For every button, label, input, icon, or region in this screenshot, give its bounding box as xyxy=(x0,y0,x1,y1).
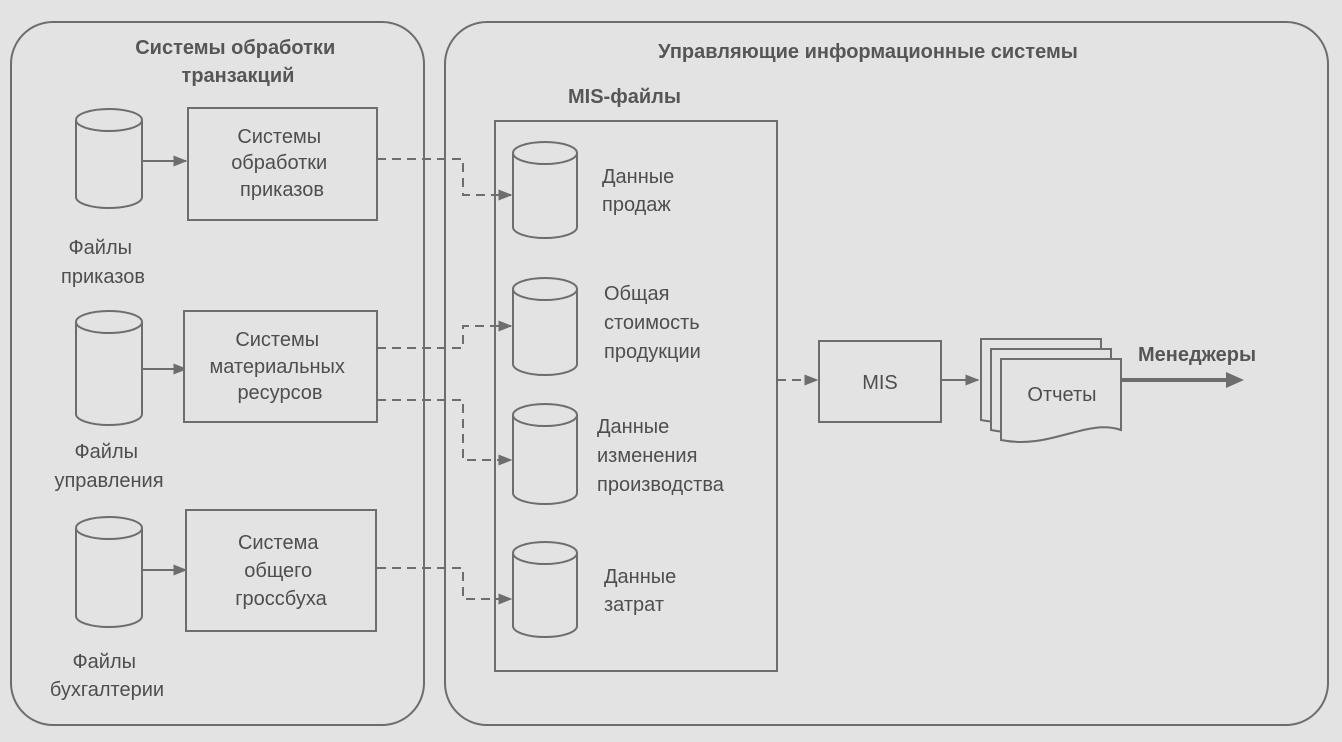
db-cost-data xyxy=(512,541,578,638)
sales-data-label: Данные продаж xyxy=(602,166,680,216)
db-files-orders-label: Файлы приказов xyxy=(61,237,145,288)
managers-label: Менеджеры xyxy=(1138,344,1256,366)
transaction-systems-title: Системы обработки транзакций xyxy=(135,37,341,87)
dashed-materials-to-production xyxy=(377,399,513,466)
total-product-cost-label: Общая стоимость продукции xyxy=(604,283,705,363)
db-sales-data xyxy=(512,141,578,239)
mis-label: MIS xyxy=(862,372,898,394)
db-files-accounting xyxy=(75,516,143,628)
reports-label: Отчеты xyxy=(1027,384,1096,406)
material-resources-system-box xyxy=(183,310,378,423)
mis-box xyxy=(818,340,942,423)
cost-data-label: Данные затрат xyxy=(604,566,682,616)
general-ledger-system-label: Система общего гроссбуха xyxy=(235,532,327,610)
reports-document-icon xyxy=(980,338,1122,443)
mis-group-title: Управляющие информационные системы xyxy=(658,41,1078,63)
dashed-materials-to-cost xyxy=(377,320,513,349)
db-files-management xyxy=(75,310,143,426)
mis-group xyxy=(444,21,1329,726)
production-change-data-label: Данные изменения производства xyxy=(597,416,725,496)
db-files-orders xyxy=(75,108,143,209)
mis-files-box xyxy=(494,120,778,672)
order-processing-system-box xyxy=(187,107,378,221)
material-resources-system-label: Системы материальных ресурсов xyxy=(210,329,351,404)
order-processing-system-label: Системы обработки приказов xyxy=(231,126,333,201)
db-files-management-label: Файлы управления xyxy=(54,441,163,492)
db-files-accounting-label: Файлы бухгалтерии xyxy=(50,651,164,701)
mis-files-title: MIS-файлы xyxy=(568,86,681,108)
dashed-ledger-to-cost-data xyxy=(377,567,513,605)
arrow-managers-head xyxy=(1226,372,1244,388)
db-total-product-cost xyxy=(512,277,578,376)
general-ledger-system-box xyxy=(185,509,377,632)
transaction-systems-group xyxy=(10,21,425,726)
db-production-change-data xyxy=(512,403,578,505)
